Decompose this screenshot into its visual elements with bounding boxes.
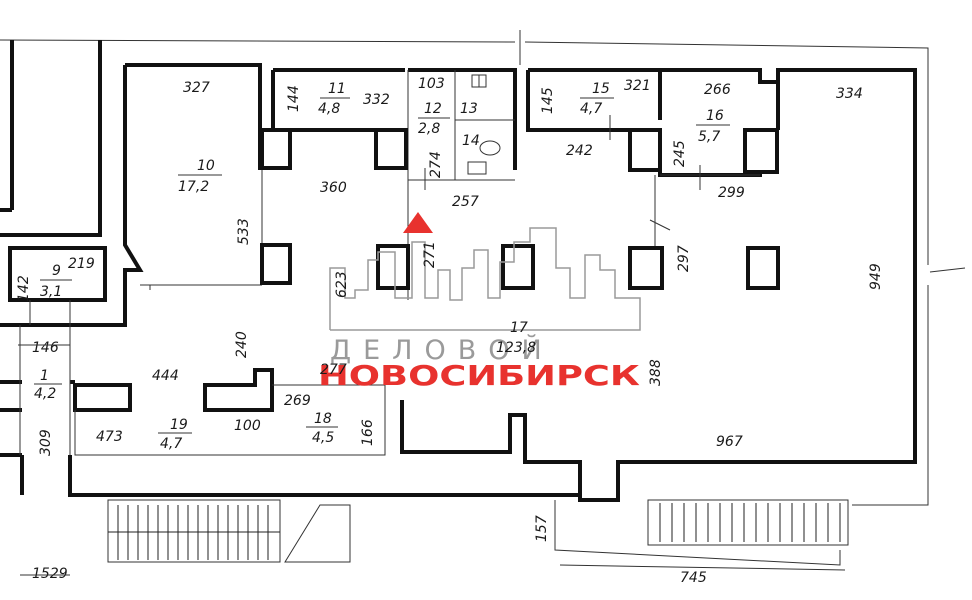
- room-number: 16: [706, 108, 724, 124]
- room-18-walls: [272, 384, 386, 456]
- dimension-label: 533: [236, 218, 252, 245]
- dimension-label: 360: [320, 180, 347, 196]
- room-9-walls: [8, 246, 107, 302]
- room-area: 4,5: [312, 430, 334, 446]
- stair-left: [107, 499, 351, 563]
- dimension-label: 321: [624, 78, 651, 94]
- dimension-label: 967: [716, 434, 743, 450]
- room-number: 10: [197, 158, 215, 174]
- room-number: 14: [462, 133, 480, 149]
- dimension-label: 745: [680, 570, 707, 586]
- room-number: 1: [40, 368, 49, 384]
- dimension-label: 219: [68, 256, 95, 272]
- column: [376, 244, 410, 290]
- watermark-line2: НОВОСИБИРСК: [318, 359, 640, 392]
- room-area: 4,8: [318, 101, 340, 117]
- left-edge-wall: [0, 40, 14, 212]
- watermark-triangle: [403, 212, 433, 233]
- room-area: 4,2: [34, 386, 56, 402]
- room-12-14-walls: [407, 70, 515, 181]
- dimension-label: 100: [234, 418, 261, 434]
- watermark-skyline: [329, 227, 641, 331]
- dimension-label: 623: [334, 271, 350, 298]
- column: [628, 246, 664, 290]
- dimension-label: 271: [422, 241, 438, 268]
- room-area: 17,2: [178, 179, 209, 195]
- dimension-label: 146: [32, 340, 59, 356]
- room-number: 9: [52, 263, 61, 279]
- room-area: 4,7: [580, 101, 602, 117]
- dimension-label: 142: [16, 275, 32, 302]
- column: [743, 128, 779, 174]
- column: [746, 246, 780, 290]
- dimension-label: 274: [428, 151, 444, 178]
- wall-bottom-left: [0, 453, 580, 497]
- room-9-stub: [29, 300, 71, 325]
- partition-lines: [19, 170, 760, 455]
- dimension-label: 266: [704, 82, 731, 98]
- room-area: 3,1: [40, 284, 62, 300]
- dimension-label: 166: [360, 419, 376, 446]
- column: [260, 243, 292, 285]
- room-19-walls: [74, 410, 272, 456]
- dimension-label: 473: [96, 429, 123, 445]
- room-area: 4,7: [160, 436, 182, 452]
- room-number: 18: [314, 411, 332, 427]
- column: [374, 128, 408, 170]
- left-column-wall: [0, 40, 102, 237]
- dimension-label: 144: [286, 85, 302, 112]
- dimension-lines: [18, 30, 966, 576]
- room-number: 12: [424, 101, 442, 117]
- toilet-icon: [471, 74, 487, 88]
- column: [260, 128, 292, 170]
- dimension-label: 327: [183, 80, 210, 96]
- dimension-label: 334: [836, 86, 863, 102]
- column: [628, 128, 662, 172]
- room-number: 13: [460, 101, 478, 117]
- dimension-label: 145: [540, 87, 556, 114]
- dimension-label: 242: [566, 143, 593, 159]
- toilet-icon: [467, 140, 501, 175]
- room-area: 2,8: [418, 121, 440, 137]
- watermark: ДЕЛОВОЙ НОВОСИБИРСК: [318, 212, 641, 392]
- exterior-wall-right: [400, 68, 917, 502]
- room-number: 19: [170, 417, 188, 433]
- dimension-label: 1529: [32, 566, 68, 582]
- dimension-label: 388: [648, 359, 664, 386]
- dimension-label: 299: [718, 185, 745, 201]
- room-number: 17: [510, 320, 528, 336]
- dimension-label: 157: [534, 515, 550, 542]
- dimension-label: 257: [452, 194, 479, 210]
- room-number: 11: [328, 81, 346, 97]
- exterior-wall-main: [0, 63, 262, 327]
- room-area: 5,7: [698, 129, 720, 145]
- wall-lower-corridor: [0, 368, 274, 412]
- dimension-label: 103: [418, 76, 445, 92]
- dimension-label: 277: [320, 362, 347, 378]
- stair-right: [554, 499, 849, 566]
- dimension-label: 240: [234, 331, 250, 358]
- dimension-label: 245: [672, 140, 688, 167]
- dimension-label: 444: [152, 368, 179, 384]
- column: [501, 244, 535, 290]
- dimension-label: 297: [676, 245, 692, 272]
- room-area: 123,8: [496, 340, 536, 356]
- dimension-label: 332: [363, 92, 390, 108]
- room-number: 15: [592, 81, 610, 97]
- dimension-label: 949: [868, 263, 884, 290]
- dimension-label: 309: [38, 429, 54, 456]
- watermark-line1: ДЕЛОВОЙ: [330, 334, 554, 366]
- dimension-label: 269: [284, 393, 311, 409]
- outer-contour: [0, 39, 929, 506]
